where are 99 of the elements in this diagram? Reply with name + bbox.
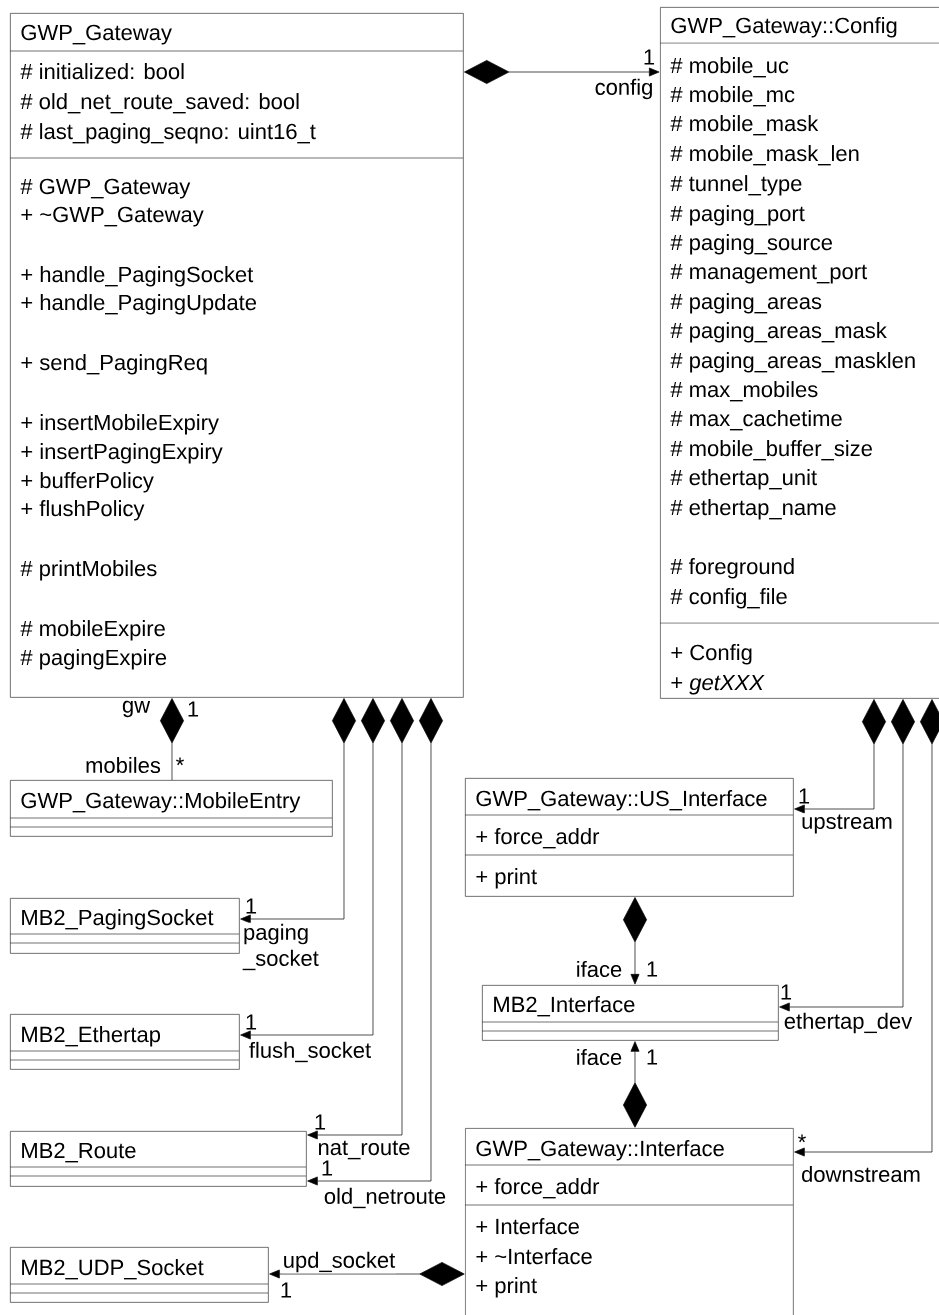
class-box (9, 1247, 269, 1303)
member-text: # mobile_mask_len (670, 145, 859, 166)
multiplicity-label: 1 (322, 1160, 333, 1176)
role-label: config (593, 77, 655, 101)
role-label: ethertap_dev (782, 1011, 914, 1035)
class-box (9, 780, 333, 837)
member-text: + Config (671, 644, 752, 665)
multiplicity-label: 1 (246, 898, 257, 914)
class-name: GWP_Gateway::Interface (476, 1140, 724, 1161)
class-box (481, 985, 779, 1041)
composition-arrow (307, 698, 443, 1186)
member-text: # max_cachetime (670, 410, 842, 431)
member-text: + insertMobileExpiry (21, 414, 219, 435)
composition-arrow (269, 1262, 465, 1286)
class-name: GWP_Gateway::MobileEntry (21, 792, 301, 813)
class-name: MB2_Ethertap (22, 1026, 161, 1047)
member-text: # pagingExpire (20, 649, 167, 670)
member-text: + force_addr (476, 828, 600, 849)
class-name: GWP_Gateway::Config (671, 17, 897, 38)
class-name: MB2_Route (22, 1142, 136, 1163)
member-text: # paging_areas (670, 293, 822, 314)
member-text: # mobile_mask (670, 115, 819, 136)
class-box (659, 7, 939, 699)
member-text: + handle_PagingSocket (21, 266, 254, 287)
member-text: # paging_areas_mask (670, 322, 887, 343)
member-text: # mobileExpire (20, 620, 165, 641)
member-text: # mobile_buffer_size (670, 440, 872, 461)
class-name: GWP_Gateway (21, 24, 172, 45)
composition-arrow (623, 1041, 647, 1128)
multiplicity-label: 1 (644, 49, 655, 65)
composition-arrow (464, 60, 660, 84)
member-text: # paging_areas_masklen (670, 352, 915, 373)
composition-arrow (240, 698, 356, 924)
member-text: # mobile_mc (670, 86, 795, 107)
member-text: # config_file (670, 588, 787, 609)
member-text: + force_addr (476, 1178, 600, 1199)
composition-arrow (623, 897, 647, 985)
class-name: MB2_Interface (494, 996, 635, 1017)
member-text: # GWP_Gateway (20, 178, 191, 199)
member-text: # printMobiles (20, 560, 157, 581)
class-box (9, 13, 464, 698)
member-text: # paging_source (670, 234, 832, 255)
multiplicity-label: 1 (281, 1282, 292, 1298)
multiplicity-label: 1 (647, 1049, 658, 1065)
role-label: upd_socket (281, 1250, 397, 1274)
composition-arrow (307, 698, 414, 1140)
member-text: + flushPolicy (21, 500, 145, 521)
composition-arrow (160, 698, 184, 781)
member-text: + bufferPolicy (21, 472, 154, 493)
multiplicity-label: 1 (315, 1114, 326, 1130)
multiplicity-label: * (798, 1134, 806, 1143)
member-text: # paging_port (670, 205, 805, 226)
class-box (464, 1128, 794, 1315)
class-name: GWP_Gateway::US_Interface (476, 790, 767, 811)
class-box (464, 778, 794, 897)
member-text: + print (476, 1277, 537, 1298)
multiplicity-label: 1 (799, 788, 810, 804)
composition-arrow (794, 699, 939, 1157)
role-label: iface (574, 1047, 624, 1067)
multiplicity-label: 1 (647, 961, 658, 977)
member-text: + insertPagingExpiry (21, 443, 223, 464)
class-box (9, 1014, 240, 1070)
member-text: + getXXX (671, 674, 765, 695)
role-label: flush_socket (247, 1040, 373, 1064)
member-text: # ethertap_name (670, 499, 836, 520)
member-text: + ~GWP_Gateway (21, 206, 204, 227)
role-label: gw (122, 700, 151, 718)
composition-arrow (240, 698, 385, 1040)
composition-arrow (794, 699, 886, 814)
role-label: nat_route (316, 1139, 412, 1161)
role-label: mobiles (84, 755, 162, 775)
multiplicity-label: * (176, 757, 184, 766)
member-text: # max_mobiles (670, 381, 818, 402)
role-label: paging _socket (242, 922, 332, 972)
member-text: # ethertap_unit (670, 469, 817, 490)
multiplicity-label: 1 (188, 701, 199, 717)
member-text: + print (476, 868, 537, 889)
multiplicity-label: 1 (246, 1014, 257, 1030)
member-text: # foreground (670, 558, 794, 579)
member-text: # last_paging_seqno: uint16_t (20, 123, 316, 144)
member-text: + handle_PagingUpdate (21, 294, 256, 315)
composition-arrow (779, 699, 915, 1012)
member-text: # mobile_uc (670, 57, 789, 78)
member-text: # management_port (670, 263, 868, 284)
member-text: # tunnel_type (670, 175, 802, 196)
role-label: downstream (800, 1164, 922, 1184)
member-text: + send_PagingReq (21, 354, 207, 375)
member-text: + ~Interface (476, 1248, 592, 1265)
class-name: MB2_PagingSocket (22, 909, 214, 930)
role-label: upstream (800, 813, 894, 835)
member-text: # initialized: bool (20, 63, 184, 80)
class-box (9, 898, 240, 954)
role-label: iface (574, 959, 624, 979)
multiplicity-label: 1 (781, 984, 792, 1000)
member-text: + Interface (476, 1218, 579, 1235)
role-label: old_netroute (322, 1186, 448, 1210)
class-name: MB2_UDP_Socket (22, 1259, 204, 1280)
class-box (9, 1131, 307, 1187)
member-text: # old_net_route_saved: bool (20, 93, 299, 114)
